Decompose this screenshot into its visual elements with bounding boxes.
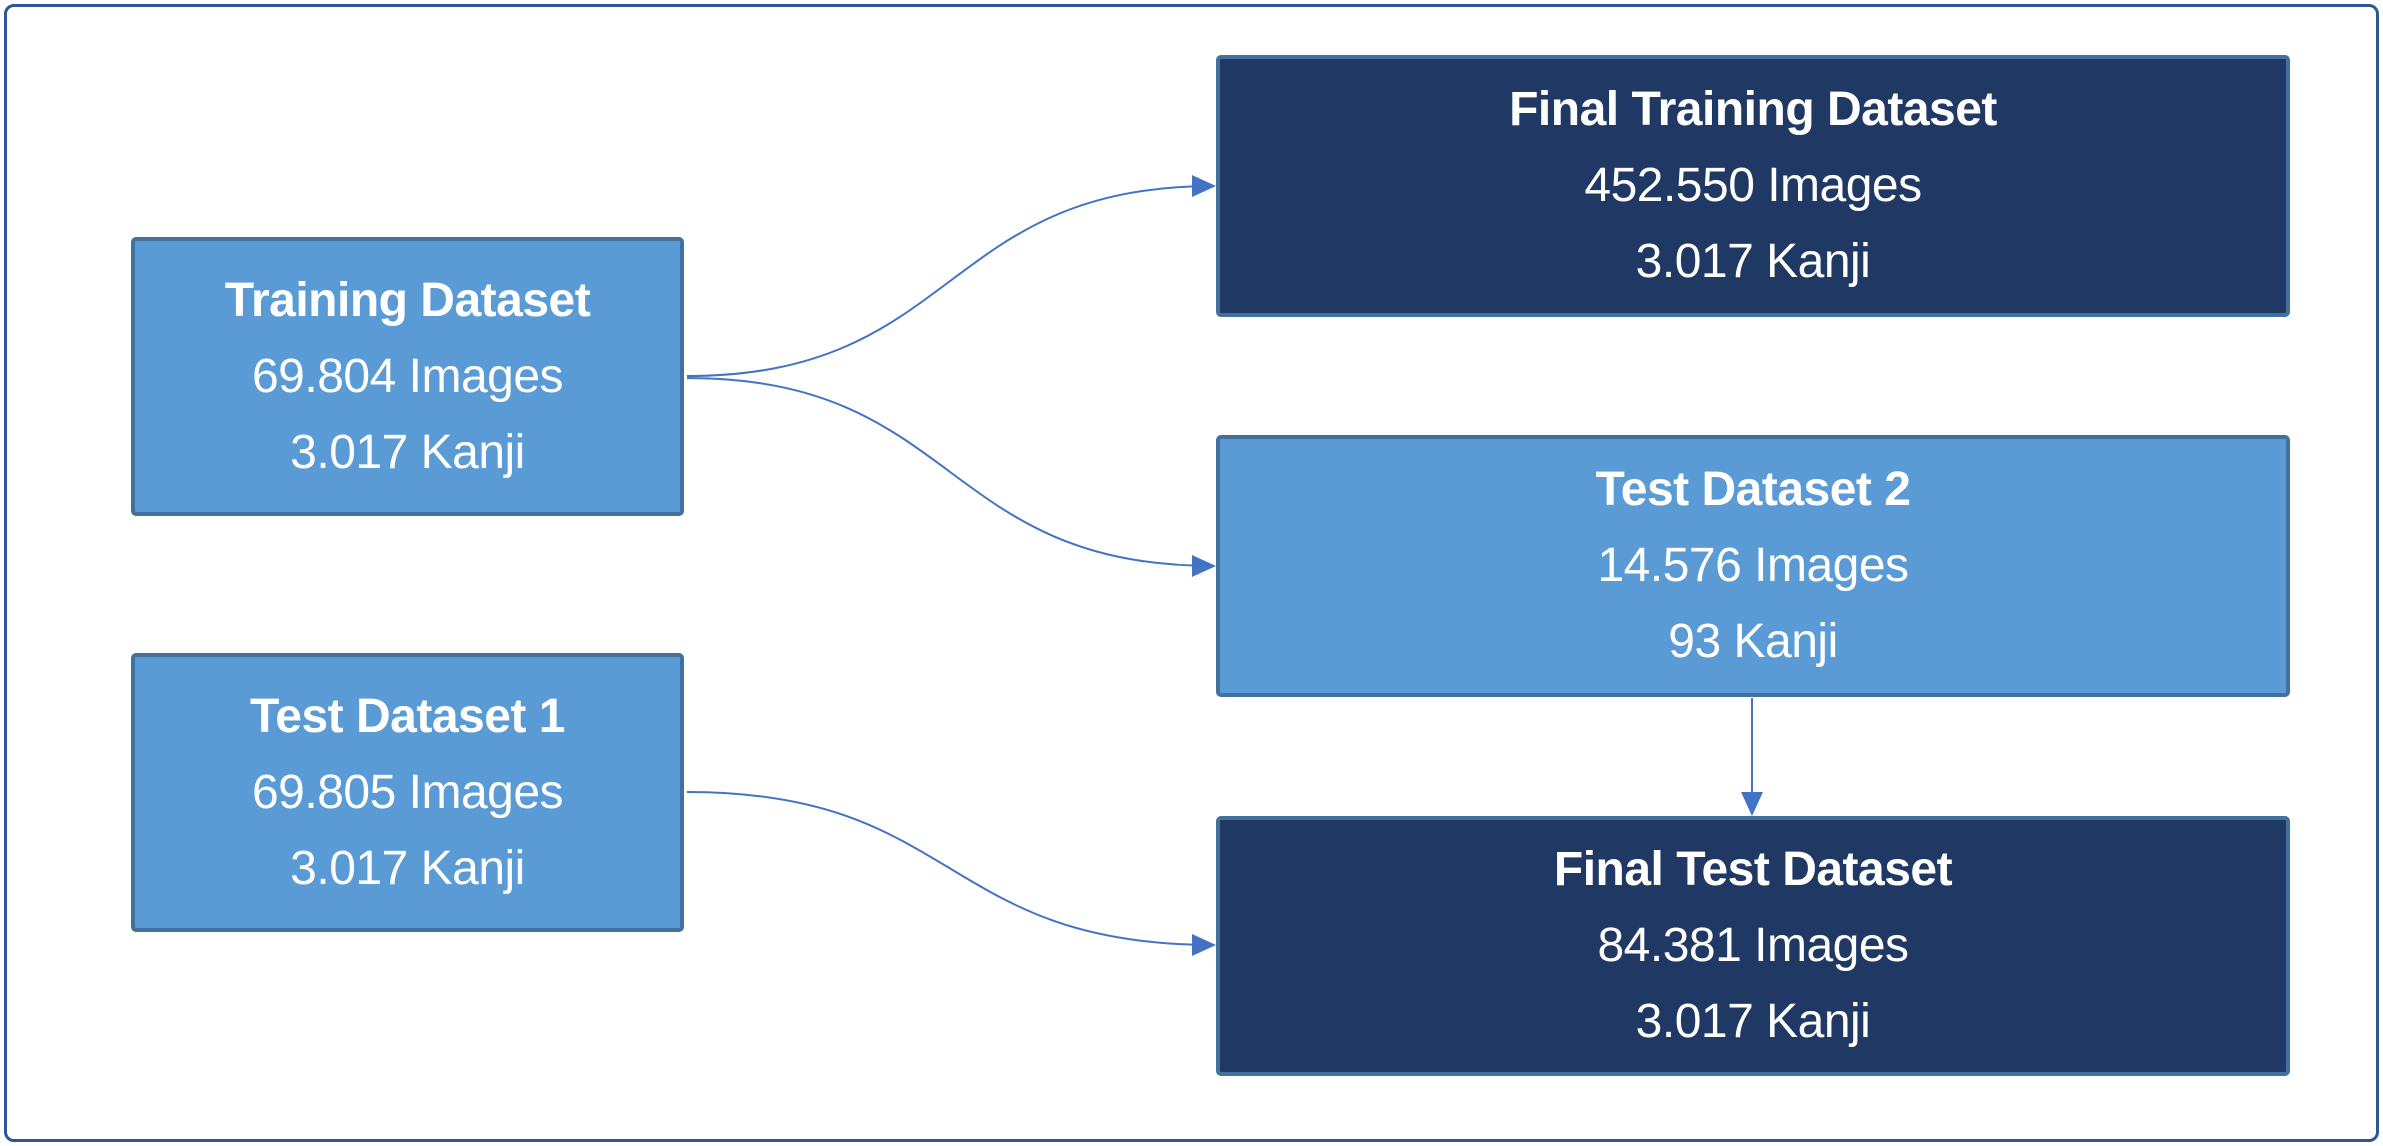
node-title: Test Dataset 1 [250,689,565,743]
arrowhead-icon [1192,555,1216,577]
edge-training-to-final-training [686,185,1215,377]
node-title: Test Dataset 2 [1595,463,1911,516]
node-images: 69.805 Images [251,765,564,819]
diagram-frame [4,4,2379,1142]
node-title: Final Training Dataset [1509,83,1997,136]
node-kanji: 3.017 Kanji [1635,995,1871,1048]
node-images: 69.804 Images [251,349,564,403]
arrowhead-icon [1741,792,1763,816]
node-kanji: 3.017 Kanji [290,425,525,479]
node-images: 14.576 Images [1597,539,1909,592]
node-final-training-dataset: Final Training Dataset 452.550 Images 3.… [1216,55,2290,317]
node-images: 84.381 Images [1597,919,1909,972]
node-training-dataset: Training Dataset 69.804 Images 3.017 Kan… [131,237,684,516]
node-kanji: 93 Kanji [1668,615,1838,668]
arrowhead-icon [1192,175,1216,197]
node-kanji: 3.017 Kanji [1635,235,1871,288]
edge-training-to-test2 [686,377,1215,567]
node-images: 452.550 Images [1584,159,1922,212]
node-final-test-dataset: Final Test Dataset 84.381 Images 3.017 K… [1216,816,2290,1076]
node-test-dataset-2: Test Dataset 2 14.576 Images 93 Kanji [1216,435,2290,697]
edge-test1-to-final-test [686,791,1215,946]
node-title: Final Test Dataset [1553,843,1953,896]
node-test-dataset-1: Test Dataset 1 69.805 Images 3.017 Kanji [131,653,684,932]
node-kanji: 3.017 Kanji [290,841,525,895]
node-title: Training Dataset [224,273,591,327]
arrowhead-icon [1192,934,1216,956]
